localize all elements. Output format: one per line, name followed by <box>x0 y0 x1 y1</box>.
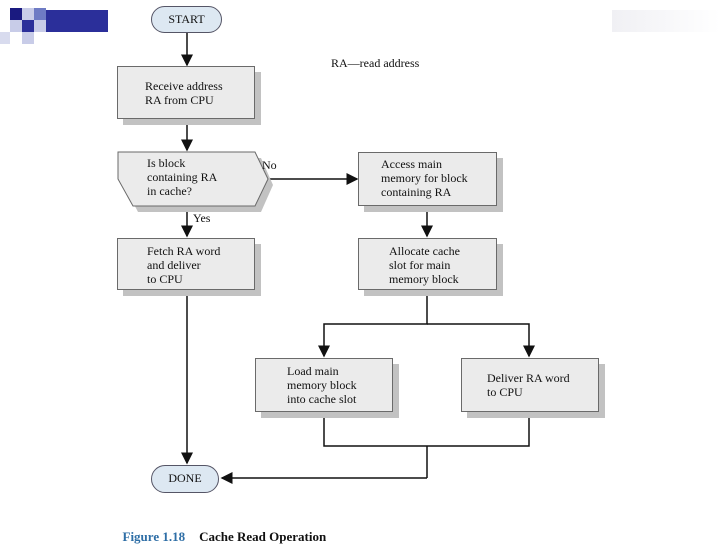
allocate-cache-slot-box: Allocate cache slot for main memory bloc… <box>358 238 497 290</box>
receive-address-text: Receive address RA from CPU <box>145 79 223 107</box>
fetch-ra-word-text: Fetch RA word and deliver to CPU <box>147 244 221 286</box>
access-main-memory-box: Access main memory for block containing … <box>358 152 497 206</box>
figure-caption: Figure 1.18 Cache Read Operation <box>116 513 327 545</box>
edge-join <box>323 412 530 447</box>
done-terminal: DONE <box>151 465 219 493</box>
load-main-memory-block-text: Load main memory block into cache slot <box>287 364 357 406</box>
load-main-memory-block-box: Load main memory block into cache slot <box>255 358 393 412</box>
edge-allocate-split-right <box>427 323 535 358</box>
slide-decoration-right <box>612 10 720 32</box>
deliver-ra-word-text: Deliver RA word to CPU <box>487 371 570 399</box>
deliver-ra-word-box: Deliver RA word to CPU <box>461 358 599 412</box>
decision-shape <box>117 151 269 207</box>
edge-allocate-split <box>318 290 428 358</box>
decision-text: Is block containing RA in cache? <box>147 156 218 198</box>
edge-label-yes: Yes <box>193 211 211 225</box>
start-terminal: START <box>151 6 222 33</box>
fetch-ra-word-box: Fetch RA word and deliver to CPU <box>117 238 255 290</box>
receive-address-box: Receive address RA from CPU <box>117 66 255 119</box>
figure-title: Cache Read Operation <box>199 529 327 544</box>
legend-note: RA—read address <box>331 56 420 70</box>
allocate-cache-slot-text: Allocate cache slot for main memory bloc… <box>389 244 460 286</box>
slide-decoration <box>0 0 110 45</box>
figure-number: Figure 1.18 <box>122 529 186 544</box>
access-main-memory-text: Access main memory for block containing … <box>381 157 468 199</box>
edge-label-no: No <box>262 158 277 172</box>
